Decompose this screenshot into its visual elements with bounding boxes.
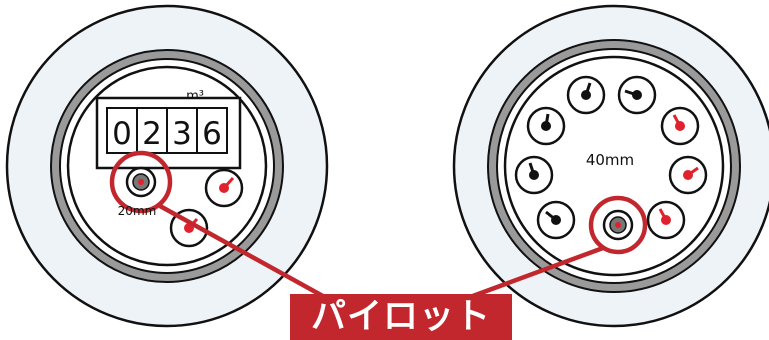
dial-pointer-icon (566, 75, 606, 115)
dial-pointer-icon (668, 155, 708, 195)
counter-digit-4: 6 (202, 116, 222, 152)
meter-small: m³ 0 2 3 6 20mm (5, 4, 329, 328)
pilot-indicator-icon (602, 209, 634, 241)
leader-line-left (158, 204, 332, 302)
meter-small-size-label: 20mm (118, 204, 157, 218)
counter-cell (136, 107, 168, 154)
meter-large: 40mm (452, 4, 769, 328)
meter-large-size-label: 40mm (586, 151, 634, 169)
counter-digit-1: 0 (112, 116, 132, 152)
pilot-highlight-ring (109, 150, 173, 214)
counter-digit-2: 2 (142, 116, 162, 152)
dial-pointer-icon (660, 106, 700, 146)
leader-line-right (461, 245, 604, 303)
dial-pointer-icon (646, 200, 686, 240)
pilot-highlight-ring (588, 195, 648, 255)
dial-pointer-icon (617, 75, 657, 115)
dial-pointer-icon (526, 106, 566, 146)
dial-pointer-icon (204, 168, 244, 208)
dial-pointer-icon (514, 155, 554, 195)
counter-digits: 0 2 3 6 (106, 107, 228, 154)
pilot-indicator-icon (125, 166, 157, 198)
counter-cell (196, 107, 228, 154)
pilot-label: パイロット (290, 294, 512, 340)
dial-pointer-icon (536, 200, 576, 240)
counter-digit-3: 3 (172, 116, 192, 152)
